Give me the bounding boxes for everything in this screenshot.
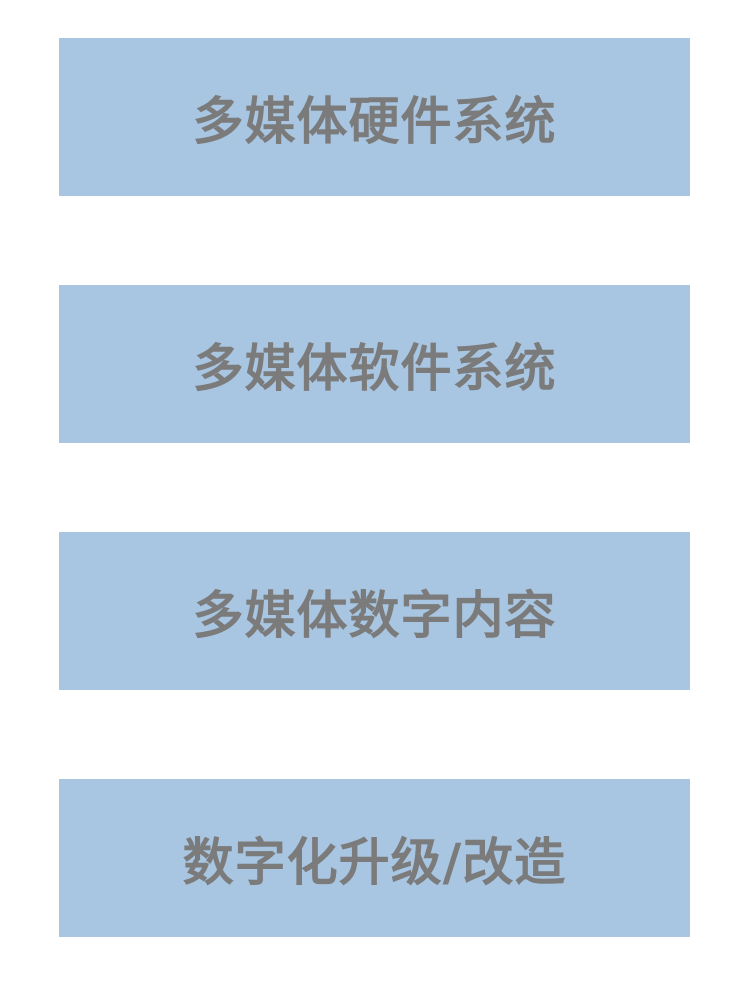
block-multimedia-software: 多媒体软件系统: [59, 285, 690, 443]
block-label: 多媒体软件系统: [192, 340, 557, 399]
block-label: 数字化升级/改造: [182, 834, 567, 893]
block-multimedia-digital-content: 多媒体数字内容: [59, 532, 690, 690]
block-multimedia-hardware: 多媒体硬件系统: [59, 38, 690, 196]
block-digital-upgrade: 数字化升级/改造: [59, 779, 690, 937]
block-label: 多媒体硬件系统: [192, 93, 557, 152]
category-stack: 多媒体硬件系统 多媒体软件系统 多媒体数字内容 数字化升级/改造: [59, 38, 690, 937]
block-label: 多媒体数字内容: [192, 587, 557, 646]
